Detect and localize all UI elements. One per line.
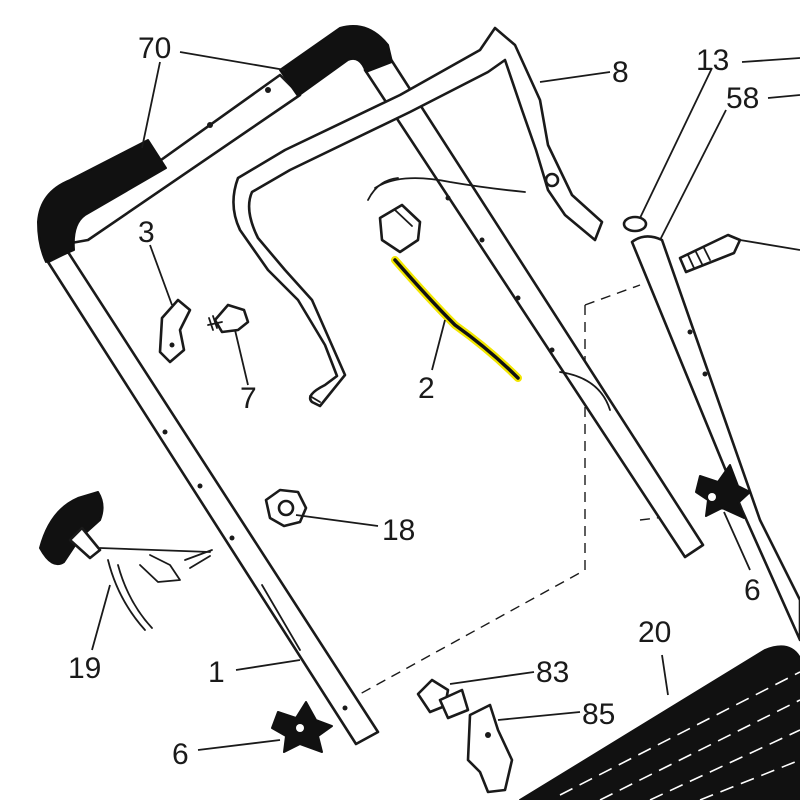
callout-58: 58 [726,82,759,115]
star-knob-right [695,464,751,519]
upper-handle [37,25,393,263]
callout-8: 8 [612,56,629,89]
star-knob-left [271,701,333,753]
control-cable [367,177,526,382]
callout-1: 1 [208,656,225,689]
upright-tube [630,235,800,642]
cap-plug [622,215,648,233]
callout-70: 70 [138,32,171,65]
pivot-bolt [678,233,742,274]
callout-6-right: 6 [744,574,761,607]
callout-7: 7 [240,382,257,415]
callout-13: 13 [696,44,729,77]
leader-lines [91,51,800,751]
cable-body [393,258,520,380]
mounting-bracket [466,703,514,794]
shoulder-bolt [416,678,470,720]
callout-83: 83 [536,656,569,689]
hex-nut [264,488,308,528]
callout-85: 85 [582,698,615,731]
callout-6-left: 6 [172,738,189,771]
handle-knob-assembly [39,491,213,631]
callout-18: 18 [382,514,415,547]
callout-3: 3 [138,216,155,249]
callout-2: 2 [418,372,435,405]
bracket-bolt [207,303,250,334]
callout-labels: 70 8 13 58 3 7 2 18 6 19 1 20 83 85 6 [68,32,761,771]
cable-bracket [158,298,192,364]
control-bail [232,26,604,408]
assembly-guide-lines [339,284,681,706]
callout-20: 20 [638,616,671,649]
callout-19: 19 [68,652,101,685]
